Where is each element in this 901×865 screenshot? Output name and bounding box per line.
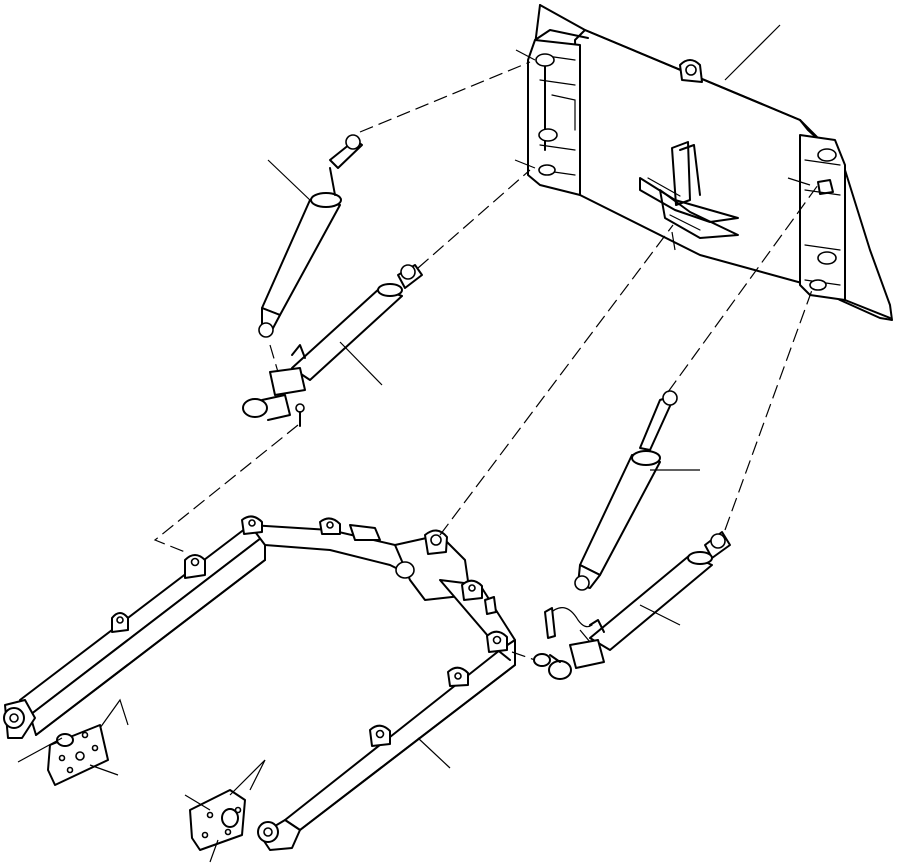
blade [527, 4, 893, 321]
blade-hinge-hole [535, 53, 555, 67]
push-frame [3, 515, 516, 851]
blade-center-lug [639, 141, 739, 239]
lift-cylinder-left [258, 134, 363, 338]
assembly-lines [153, 61, 819, 661]
blade-hinge-hole [817, 148, 837, 162]
trunnion-bracket-left [47, 724, 109, 786]
tilt-cylinder-left [242, 264, 423, 427]
leader-lines [17, 24, 811, 863]
center-ball-socket [395, 561, 415, 579]
lift-cylinder-right [574, 390, 678, 591]
trunnion-bracket-right [189, 789, 246, 851]
tilt-cylinder-right [533, 531, 731, 680]
